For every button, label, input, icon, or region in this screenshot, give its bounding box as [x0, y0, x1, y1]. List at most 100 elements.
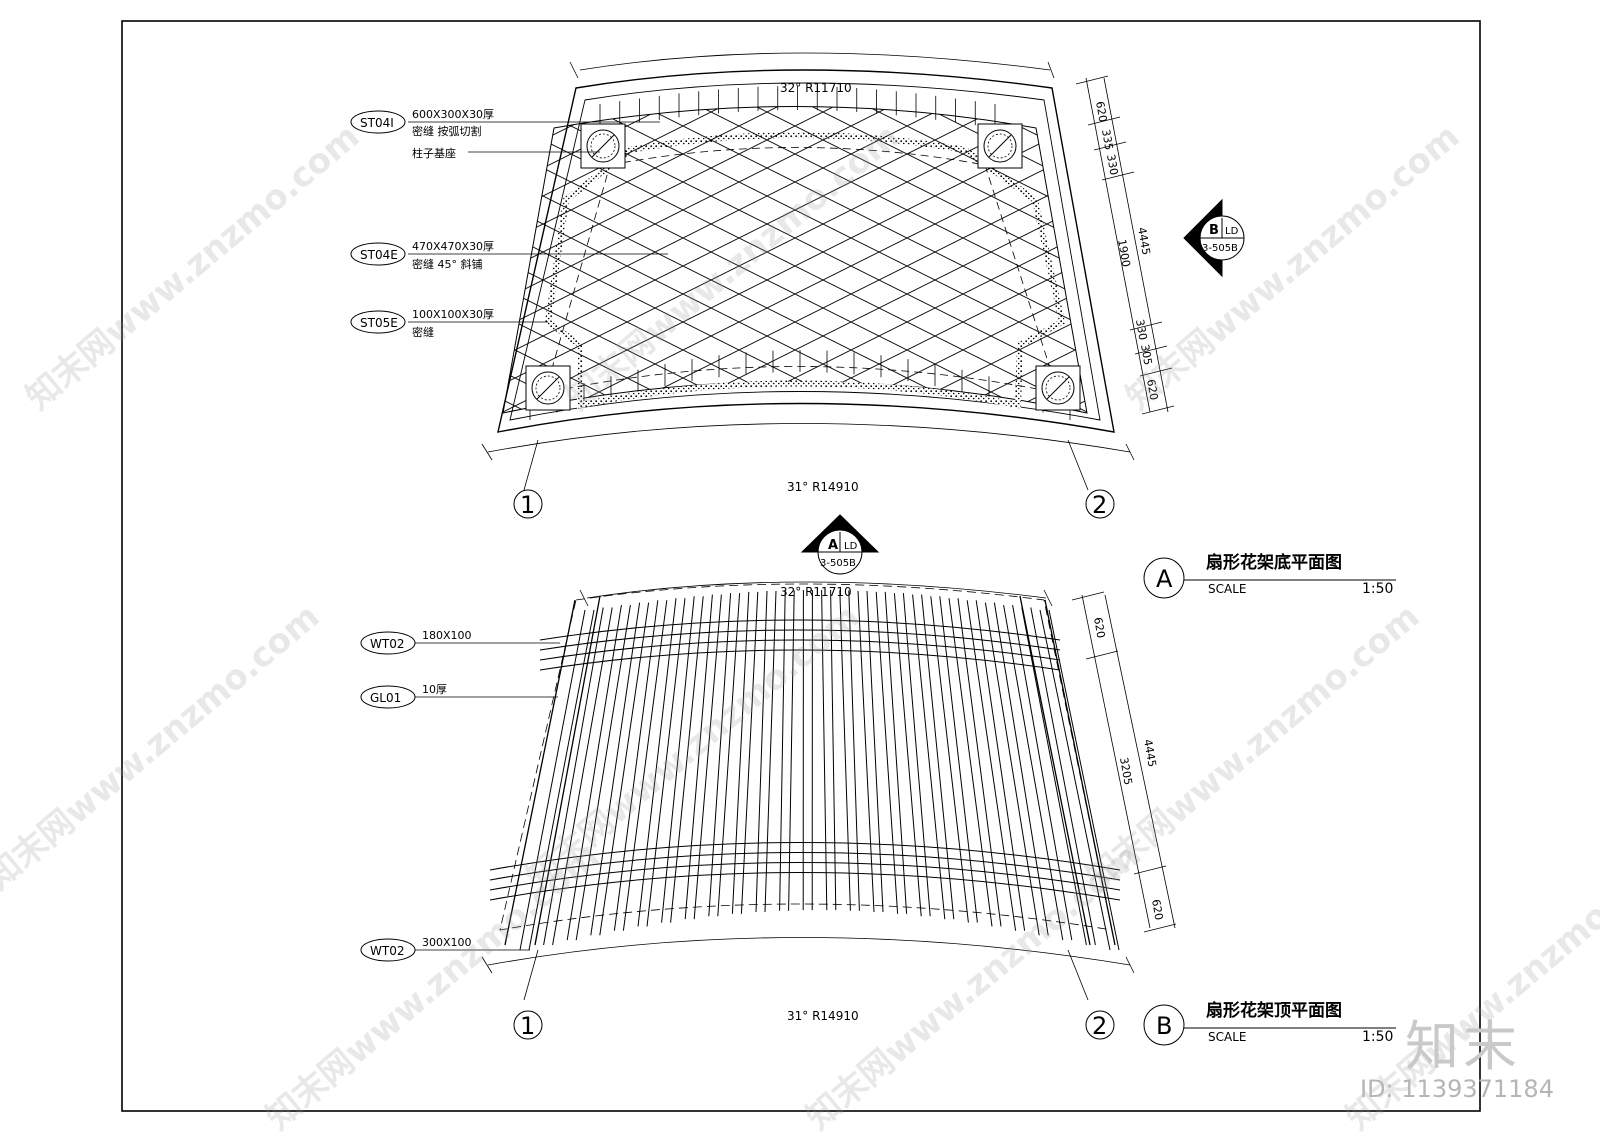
title-a-scale: 1:50	[1362, 581, 1393, 597]
callout-gl01-size: 10厚	[422, 683, 447, 696]
title-a-letter: A	[1156, 565, 1173, 593]
callout-wt02-b-size: 300X100	[422, 936, 472, 949]
paving-diagonal-line	[0, 80, 495, 480]
paving-diagonal-line	[927, 80, 1600, 480]
dim-620-bottom-b: 620	[1149, 898, 1165, 921]
radial-joist	[949, 598, 992, 926]
top-arc-bottom-label: 31° R14910	[787, 480, 859, 494]
edge-member	[535, 596, 600, 945]
top-arc-label: 32° R11710	[780, 81, 852, 95]
callout-st05e-line1: 100X100X30厚	[412, 308, 494, 321]
radial-joist-edge	[623, 600, 666, 930]
radial-joist-edge	[849, 590, 860, 910]
dim-330-a: 330	[1104, 153, 1120, 176]
dimension-tick	[1072, 592, 1104, 600]
title-b-letter: B	[1156, 1012, 1172, 1040]
callout-column-base: 柱子基座	[412, 146, 456, 160]
callout-st04i-line2: 密缝 按弧切割	[412, 124, 482, 138]
paving-diagonal-line	[1039, 80, 1600, 480]
radial-joist-edge	[600, 603, 649, 936]
paving-diagonal-line	[1039, 80, 1600, 480]
drawing-titles: A 扇形花架底平面图 SCALE 1:50 B 扇形花架顶平面图 SCALE 1…	[1156, 552, 1393, 1045]
dim-620-top-b: 620	[1144, 378, 1160, 401]
section-a-letter: A	[828, 538, 838, 553]
title-b-scale: 1:50	[1362, 1029, 1393, 1045]
radial-joist	[520, 610, 585, 950]
radial-joist-edge	[958, 598, 1001, 926]
radial-joist	[1040, 610, 1110, 950]
radial-joist-edge	[1031, 607, 1096, 944]
radial-joist	[591, 603, 640, 936]
callout-st04e-line2: 密缝 45° 斜铺	[412, 257, 483, 271]
paving-diagonal-line	[0, 80, 495, 480]
dim-4445-top: 4445	[1135, 226, 1153, 256]
callout-tags	[351, 111, 415, 961]
paving-diagonal-line	[0, 80, 607, 480]
title-b-scale-label: SCALE	[1208, 1030, 1246, 1044]
brand-logo: 知末	[1405, 1002, 1521, 1081]
dim-620-bottom-a: 620	[1091, 616, 1107, 639]
dimension-tick	[1134, 866, 1166, 874]
radial-joist	[756, 591, 767, 912]
gravel-border	[548, 135, 1062, 405]
bottom-arc-bottom-label: 31° R14910	[787, 1009, 859, 1023]
dim-620-top-a: 620	[1093, 100, 1109, 123]
paving-diagonal-line	[815, 80, 1600, 480]
paving-diagonal-line	[1095, 80, 1600, 480]
title-a-name: 扇形花架底平面图	[1206, 552, 1342, 573]
callout-st04e-line1: 470X470X30厚	[412, 240, 494, 253]
dimension-tick	[1076, 76, 1108, 84]
callout-st04i-line1: 600X300X30厚	[412, 108, 494, 121]
callout-wt02-a-tag: WT02	[370, 637, 404, 651]
callout-wt02-b-tag: WT02	[370, 944, 404, 958]
dim-4445-bottom: 4445	[1141, 738, 1159, 768]
paving-diagonal-line	[927, 80, 1600, 480]
radial-joist	[1022, 607, 1087, 944]
section-b-code: LD	[1225, 226, 1239, 237]
dimension-tick	[1086, 651, 1118, 659]
section-b-sheet: 3-505B	[1202, 243, 1238, 254]
curved-beam	[540, 650, 1060, 670]
callout-st05e-line2: 密缝	[412, 325, 434, 339]
callout-st04i-tag: ST04I	[360, 116, 394, 130]
top-plan	[0, 53, 1600, 490]
radial-joist-edge	[940, 596, 978, 922]
dimension-tick	[1142, 406, 1174, 414]
callout-wt02-a-size: 180X100	[422, 629, 472, 642]
dimension-tick	[1144, 924, 1176, 932]
radial-joist-edge	[765, 591, 776, 912]
section-b-letter: B	[1209, 223, 1219, 238]
radial-joist	[876, 592, 897, 914]
title-a-scale-label: SCALE	[1208, 582, 1246, 596]
grid-2-bottom: 2	[1092, 1012, 1107, 1040]
callout-st04e-tag: ST04E	[360, 248, 398, 262]
section-a-code: LD	[844, 541, 858, 552]
grid-bubbles	[514, 490, 1184, 1045]
radial-joist	[614, 600, 657, 930]
section-a-sheet: 3-505B	[820, 558, 856, 569]
radial-joist-edge	[831, 590, 836, 910]
bottom-plan	[482, 582, 1176, 1000]
dim-3205: 3205	[1117, 756, 1135, 786]
grid-2-top: 2	[1092, 491, 1107, 519]
callout-gl01-tag: GL01	[370, 691, 401, 705]
title-b-name: 扇形花架顶平面图	[1206, 1000, 1342, 1021]
paving-diagonal-line	[815, 80, 1600, 480]
bottom-arc-label: 32° R11710	[780, 585, 852, 599]
radial-joist	[822, 590, 827, 910]
grid-1-bottom: 1	[520, 1012, 535, 1040]
image-id: ID: 1139371184	[1360, 1075, 1554, 1103]
paving-diagonal-line	[1095, 80, 1600, 480]
callout-st05e-tag: ST05E	[360, 316, 398, 330]
radial-joist	[732, 592, 748, 914]
paving-diagonal-line	[0, 80, 607, 480]
radial-joist-edge	[553, 607, 613, 944]
dim-1900: 1900	[1115, 238, 1133, 268]
paving-diagonal-line	[0, 80, 551, 480]
radial-joist-edge	[1049, 610, 1119, 950]
paving-diagonal-line	[0, 80, 775, 480]
section-mark-b	[1184, 200, 1244, 276]
grid-1-top: 1	[520, 491, 535, 519]
paving-diagonal-line	[0, 80, 551, 480]
dimension-tick	[1140, 368, 1172, 376]
